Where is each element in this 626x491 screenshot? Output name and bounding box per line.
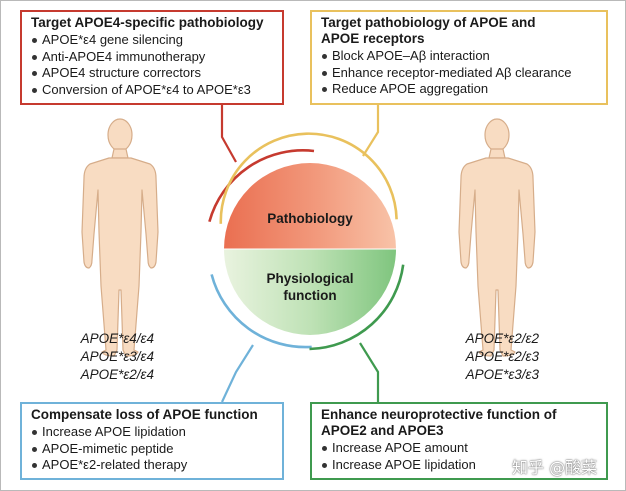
physiology-half bbox=[224, 249, 396, 335]
pathobiology-label: Pathobiology bbox=[267, 211, 353, 226]
box-title: Target APOE4-specific pathobiology bbox=[31, 15, 264, 30]
yellow-connector bbox=[362, 105, 380, 157]
box-title: Compensate loss of APOE function bbox=[31, 407, 258, 422]
red-arc bbox=[208, 149, 315, 223]
genotype-label: APOE*ε2/ε2 bbox=[465, 331, 539, 346]
bullet-list: Increase APOE lipidation APOE-mimetic pe… bbox=[31, 424, 273, 474]
blue-arc bbox=[210, 274, 312, 349]
box-compensate-loss: Compensate loss of APOE function Increas… bbox=[20, 402, 284, 480]
box-title-line2: APOE receptors bbox=[321, 31, 425, 46]
box-target-apoe-receptors: Target pathobiology of APOE and APOE rec… bbox=[310, 10, 608, 105]
bullet-list: Block APOE–Aβ interaction Enhance recept… bbox=[321, 48, 597, 98]
box-title-line2: APOE2 and APOE3 bbox=[321, 423, 444, 438]
genotype-label: APOE*ε2/ε3 bbox=[465, 349, 539, 364]
red-connector bbox=[220, 105, 237, 163]
blue-connector bbox=[221, 344, 254, 403]
box-enhance-neuroprotective: Enhance neuroprotective function of APOE… bbox=[310, 402, 608, 480]
bullet-list: APOE*ε4 gene silencing Anti-APOE4 immuno… bbox=[31, 32, 273, 98]
pathobiology-half bbox=[224, 163, 396, 249]
bullet-list: Increase APOE amount Increase APOE lipid… bbox=[321, 440, 597, 473]
list-item: APOE*ε2-related therapy bbox=[31, 457, 273, 474]
list-item: APOE-mimetic peptide bbox=[31, 441, 273, 458]
box-title-line1: Target pathobiology of APOE and bbox=[321, 15, 536, 30]
list-item: Increase APOE lipidation bbox=[321, 457, 597, 474]
green-connector bbox=[359, 342, 380, 402]
list-item: Enhance receptor-mediated Aβ clearance bbox=[321, 65, 597, 82]
physiological-line: Physiological bbox=[266, 271, 354, 286]
green-arc bbox=[309, 264, 405, 351]
genotype-label: APOE*ε3/ε3 bbox=[465, 367, 539, 382]
list-item: Reduce APOE aggregation bbox=[321, 81, 597, 98]
left-genotypes: APOE*ε4/ε4 APOE*ε3/ε4 APOE*ε2/ε4 bbox=[60, 330, 154, 384]
box-title-line1: Enhance neuroprotective function of bbox=[321, 407, 557, 422]
right-human-figure bbox=[458, 118, 536, 357]
list-item: Increase APOE lipidation bbox=[31, 424, 273, 441]
yellow-arc bbox=[219, 132, 398, 224]
genotype-label: APOE*ε4/ε4 bbox=[80, 331, 154, 346]
list-item: Conversion of APOE*ε4 to APOE*ε3 bbox=[31, 82, 273, 99]
right-genotypes: APOE*ε2/ε2 APOE*ε2/ε3 APOE*ε3/ε3 bbox=[445, 330, 539, 384]
box-target-apoe4-pathobiology: Target APOE4-specific pathobiology APOE*… bbox=[20, 10, 284, 105]
list-item: Block APOE–Aβ interaction bbox=[321, 48, 597, 65]
physiological-function-label: Physiological function bbox=[250, 270, 370, 304]
list-item: Anti-APOE4 immunotherapy bbox=[31, 49, 273, 66]
list-item: Increase APOE amount bbox=[321, 440, 597, 457]
genotype-label: APOE*ε3/ε4 bbox=[80, 349, 154, 364]
watermark: 知乎 @酸菜 bbox=[512, 458, 598, 477]
list-item: APOE*ε4 gene silencing bbox=[31, 32, 273, 49]
left-human-figure bbox=[81, 118, 159, 357]
function-line: function bbox=[283, 288, 337, 303]
list-item: APOE4 structure correctors bbox=[31, 65, 273, 82]
genotype-label: APOE*ε2/ε4 bbox=[80, 367, 154, 382]
